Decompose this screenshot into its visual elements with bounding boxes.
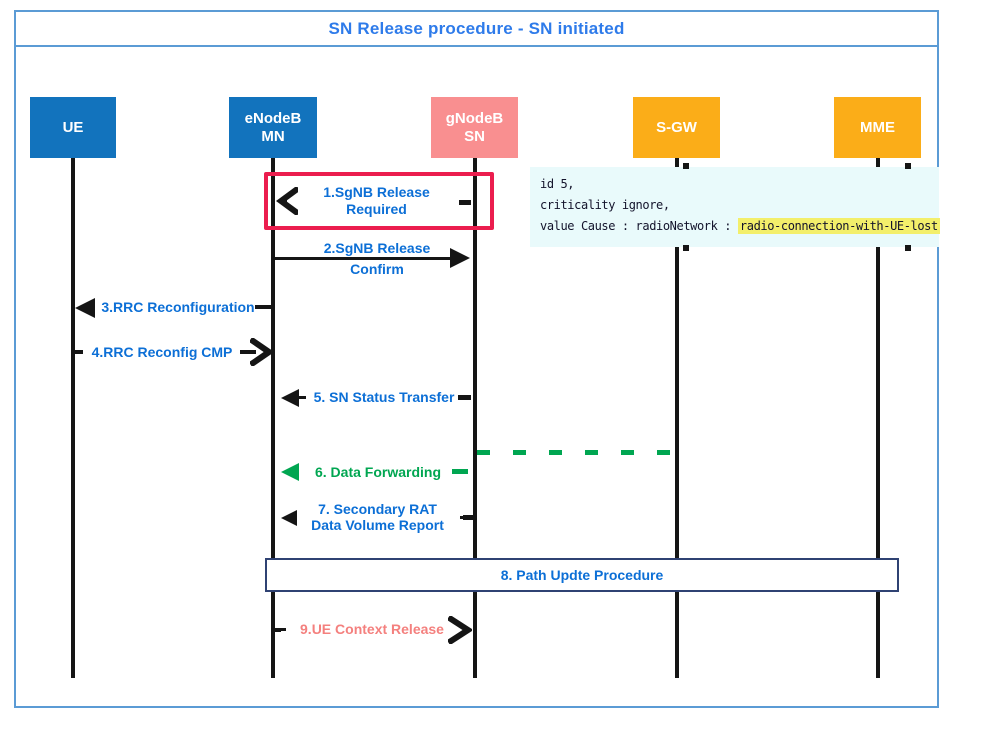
actor-label-gnodeb: gNodeB (445, 109, 504, 127)
lifeline-mme (876, 158, 880, 678)
procedure-box: 8. Path Updte Procedure (265, 558, 899, 592)
actor-label-sgw: S-GW (656, 118, 697, 136)
lifeline-gnodeb-sn (473, 158, 477, 678)
message-6-label: 6. Data Forwarding (302, 464, 454, 481)
message-2-label-line2: Confirm (350, 261, 404, 277)
message-1-tick (459, 200, 471, 205)
open-arrowhead-left-icon (276, 187, 298, 215)
message-9-label: 9.UE Context Release (286, 621, 458, 638)
message-2-line (273, 257, 465, 260)
message-4-tick (71, 350, 83, 354)
lifeline-sgw (675, 158, 679, 678)
open-arrowhead-right-icon (250, 338, 272, 366)
message-2-label-line1: 2.SgNB Release (323, 240, 431, 256)
lifeline-enodeb-mn (271, 158, 275, 678)
highlight-box-red (264, 172, 494, 230)
filled-arrowhead-right-icon (450, 248, 470, 268)
actor-box-gnodeb-sn: gNodeB SN (431, 97, 518, 158)
actor-label-enodeb: eNodeB (244, 109, 302, 127)
actor-box-enodeb-mn: eNodeB MN (229, 97, 317, 158)
message-7-label: 7. Secondary RAT Data Volume Report (297, 501, 458, 533)
filled-arrowhead-left-green-icon (281, 463, 299, 481)
annotation-line-3: value Cause : radioNetwork : radio-conne… (540, 218, 940, 234)
filled-arrowhead-left-icon (281, 389, 299, 407)
selection-handle (683, 245, 689, 251)
message-9-tick (271, 628, 281, 632)
selection-handle (905, 163, 911, 169)
selection-handle (905, 245, 911, 251)
message-1-label: 1.SgNB Release Required (302, 184, 451, 218)
message-5-tick (458, 395, 471, 400)
message-4-label: 4.RRC Reconfig CMP (84, 344, 240, 361)
message-7-tick (463, 515, 476, 520)
message-3-label: 3.RRC Reconfiguration (95, 299, 261, 316)
actor-label-mme: MME (860, 118, 895, 136)
actor-box-mme: MME (834, 97, 921, 158)
actor-label-mn: MN (261, 127, 285, 145)
message-4-line (234, 350, 256, 354)
title-band: SN Release procedure - SN initiated (14, 10, 939, 47)
annotation-line-2: criticality ignore, (540, 198, 670, 212)
procedure-box-label: 8. Path Updte Procedure (500, 566, 664, 583)
filled-arrowhead-left-icon (281, 509, 299, 527)
lifeline-ue (71, 158, 75, 678)
actor-label-ue: UE (62, 118, 84, 136)
page-title: SN Release procedure - SN initiated (328, 18, 625, 38)
annotation-highlight: radio-connection-with-UE-lost (737, 218, 940, 234)
actor-box-ue: UE (30, 97, 116, 158)
data-forwarding-path-line (477, 450, 675, 455)
message-6-tick (452, 469, 468, 474)
message-3-tick (255, 305, 271, 309)
annotation-line-1: id 5, (540, 177, 575, 191)
actor-box-sgw: S-GW (633, 97, 720, 158)
open-arrowhead-right-icon (448, 616, 472, 644)
annotation-box: id 5, criticality ignore, value Cause : … (530, 167, 940, 247)
filled-arrowhead-left-icon (75, 298, 95, 318)
message-5-label: 5. SN Status Transfer (306, 389, 462, 406)
actor-label-sn: SN (464, 127, 485, 145)
selection-handle (683, 163, 689, 169)
